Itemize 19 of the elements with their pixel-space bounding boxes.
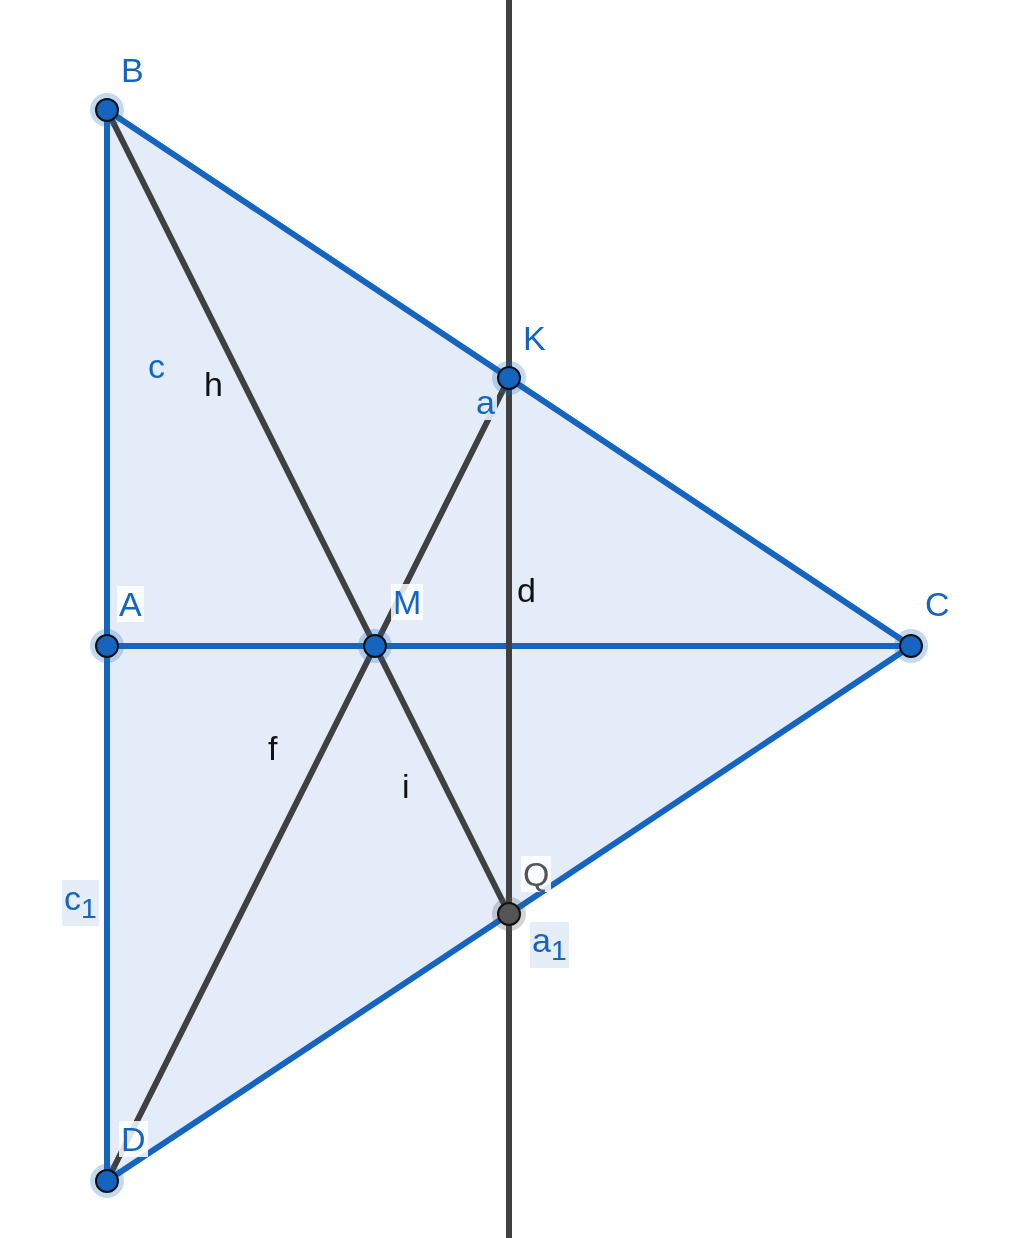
point-label: D [119, 1121, 148, 1157]
line-segment [506, 387, 512, 905]
line-segment [109, 117, 373, 639]
segment-label: a$_{1}$ [530, 922, 569, 968]
line-segment [516, 649, 904, 911]
line-segment [516, 381, 904, 643]
point-label: Q [521, 856, 552, 892]
point-label: M [391, 584, 424, 620]
line-segment [104, 655, 110, 1172]
segment-label: c$_{1}$ [62, 880, 99, 926]
line-segment [506, 0, 512, 369]
line-segment [104, 119, 110, 637]
line-segment [506, 923, 512, 1238]
line-segment [377, 653, 507, 907]
line-segment [377, 385, 507, 639]
line-segment [114, 113, 502, 375]
line-segment [114, 917, 502, 1178]
point-label: A [117, 586, 144, 622]
line-segment [109, 653, 373, 1174]
